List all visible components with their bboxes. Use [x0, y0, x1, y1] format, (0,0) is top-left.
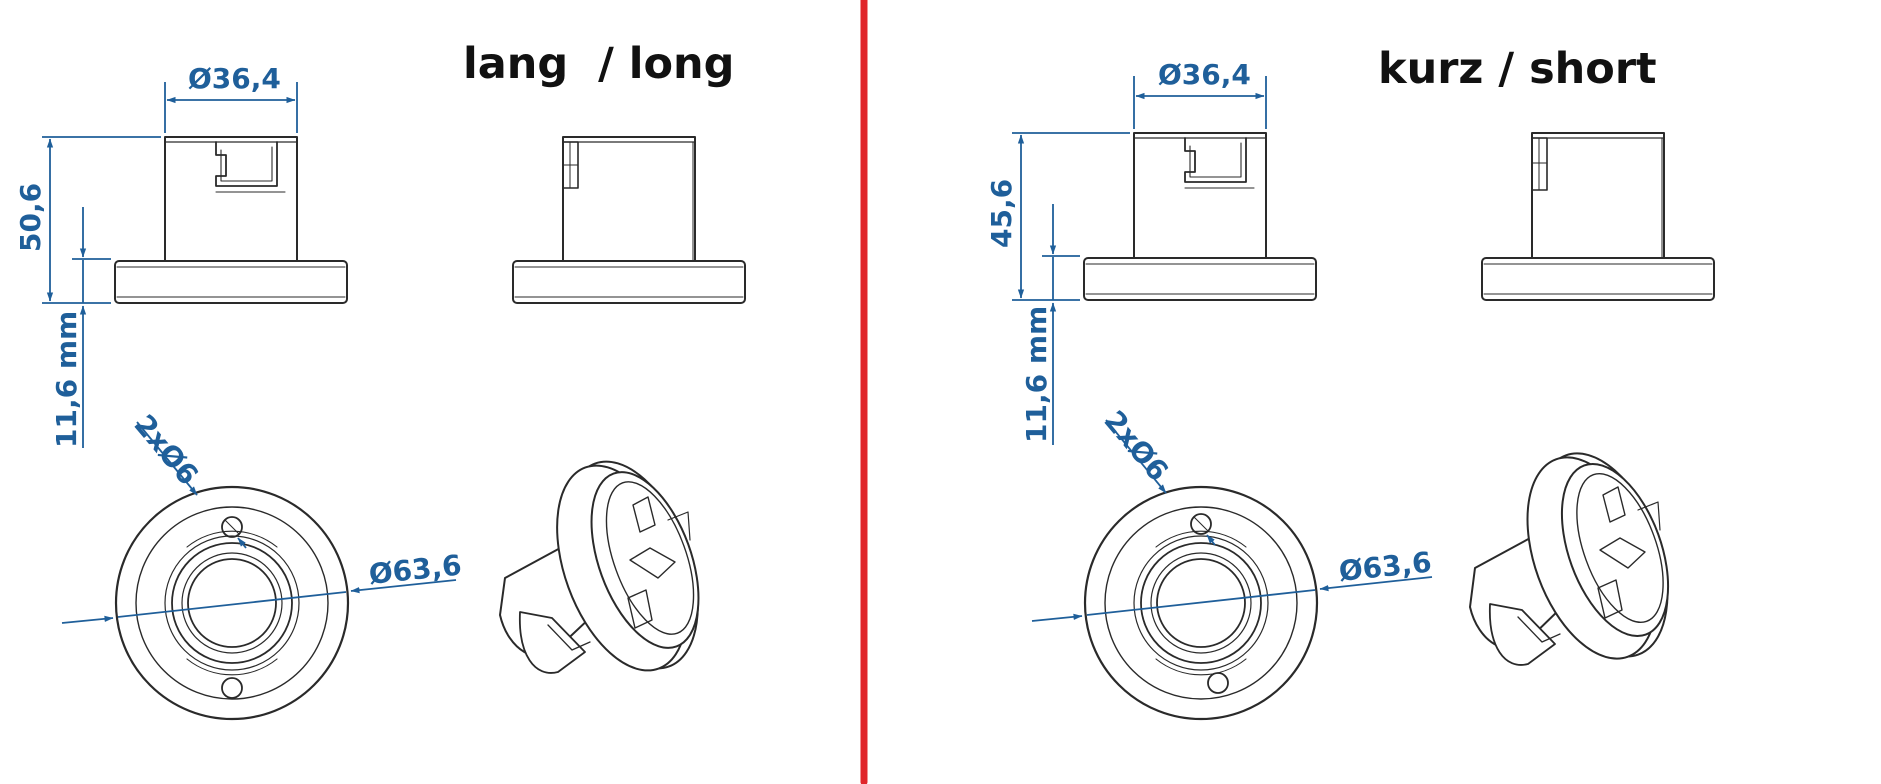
dim-outer-diameter-long [61, 579, 457, 624]
title-long: lang / long [463, 39, 734, 89]
label-flange-long: 11,6 mm [50, 311, 83, 448]
label-height-long: 50,6 [14, 183, 47, 252]
bottom-view-long [114, 485, 350, 721]
dim-height-short [1012, 132, 1130, 445]
side-view-short [1481, 132, 1715, 301]
label-height-short: 45,6 [985, 179, 1018, 248]
label-top-diameter-long: Ø36,4 [188, 62, 281, 95]
panel-short: kurz / short [985, 44, 1715, 721]
label-holes-short: 2xØ6 [1098, 404, 1175, 487]
iso-view-long [499, 460, 700, 674]
label-top-diameter-short: Ø36,4 [1158, 58, 1251, 91]
front-view-short [1083, 132, 1317, 301]
label-outer-diameter-short: Ø63,6 [1337, 545, 1433, 588]
title-short: kurz / short [1378, 44, 1657, 94]
dim-top-diameter-long [164, 82, 298, 133]
label-flange-short: 11,6 mm [1020, 306, 1053, 443]
dim-holes-long [136, 421, 247, 549]
dim-outer-diameter-short [1031, 576, 1433, 622]
label-holes-long: 2xØ6 [128, 408, 205, 491]
iso-view-short [1469, 452, 1670, 666]
dim-top-diameter-short [1133, 76, 1267, 129]
side-view-long [512, 136, 746, 304]
label-outer-diameter-long: Ø63,6 [367, 548, 463, 591]
dim-holes-short [1105, 419, 1216, 546]
dim-height-long [42, 136, 161, 448]
front-view-long [114, 136, 348, 304]
panel-long: lang / long [14, 39, 746, 721]
